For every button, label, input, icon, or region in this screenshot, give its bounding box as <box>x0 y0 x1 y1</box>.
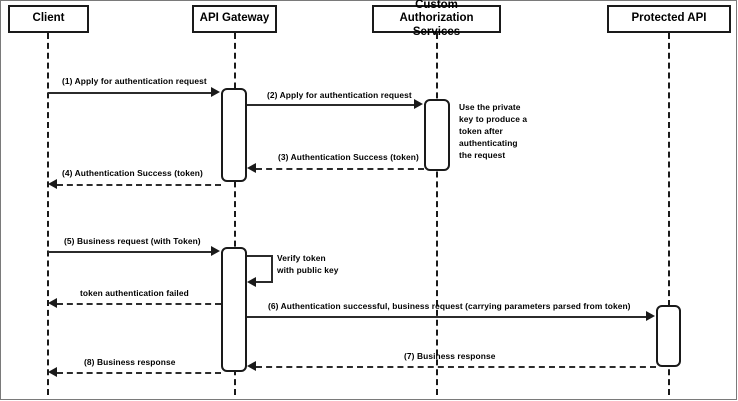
message-arrowhead-1 <box>211 87 220 97</box>
note-private-key-line-1: Use the private <box>459 102 521 112</box>
message-label-3: (3) Authentication Success (token) <box>278 152 419 162</box>
message-label-1: (1) Apply for authentication request <box>62 76 207 86</box>
message-label-4: (4) Authentication Success (token) <box>62 168 203 178</box>
lifeline-protected-api <box>668 33 670 395</box>
message-line-5 <box>48 251 212 253</box>
lifeline-client <box>47 33 49 395</box>
participant-label-client: Client <box>32 12 65 25</box>
note-private-key-line-2: key to produce a <box>459 113 528 124</box>
note-verify-token-line-2: with public key <box>277 264 339 275</box>
message-arrowhead-9 <box>48 367 57 377</box>
note-private-key-line-5: the request <box>459 149 506 160</box>
message-label-9: (8) Business response <box>84 357 176 367</box>
message-line-7 <box>247 316 647 318</box>
message-arrowhead-3 <box>247 163 256 173</box>
message-line-6 <box>57 303 221 305</box>
message-line-9 <box>57 372 221 374</box>
message-line-3 <box>256 168 424 170</box>
participant-box-api-gateway[interactable]: API Gateway <box>192 5 277 33</box>
message-label-7: (6) Authentication successful, business … <box>268 301 631 311</box>
note-private-key-line-3: token after <box>459 125 503 136</box>
message-line-1 <box>48 92 212 94</box>
message-label-2: (2) Apply for authentication request <box>267 90 412 100</box>
self-message-line-bottom <box>254 281 273 283</box>
message-arrowhead-7 <box>646 311 655 321</box>
participant-label-protected-api: Protected API <box>631 12 707 25</box>
participant-box-protected-api[interactable]: Protected API <box>607 5 731 33</box>
participant-label-api-gateway: API Gateway <box>199 12 270 25</box>
note-private-key-line-4: authenticating <box>459 137 518 148</box>
message-line-4 <box>57 184 221 186</box>
participant-box-custom-authorization-services[interactable]: Custom Authorization Services <box>372 0 501 38</box>
lifeline-api-gateway <box>234 33 236 395</box>
activation-bar-api-gateway-auth <box>221 88 247 182</box>
message-label-6: token authentication failed <box>80 288 189 298</box>
message-arrowhead-5 <box>211 246 220 256</box>
note-verify-token-line-1: Verify token <box>277 253 326 263</box>
message-label-5: (5) Business request (with Token) <box>64 236 201 246</box>
message-arrowhead-2 <box>414 99 423 109</box>
message-arrowhead-8 <box>247 361 256 371</box>
participant-box-client[interactable]: Client <box>8 5 89 33</box>
self-message-line-right <box>271 255 273 283</box>
activation-bar-custom-authorization-services <box>424 99 450 171</box>
message-label-8: (7) Business response <box>404 351 496 361</box>
note-private-key: Use the private key to produce a token a… <box>459 102 559 162</box>
message-line-8 <box>256 366 656 368</box>
lifeline-custom-authorization-services <box>436 33 438 395</box>
message-arrowhead-4 <box>48 179 57 189</box>
activation-bar-protected-api <box>656 305 681 367</box>
note-verify-token: Verify token with public key <box>277 253 367 277</box>
self-message-line-top <box>247 255 273 257</box>
message-line-2 <box>247 104 415 106</box>
message-arrowhead-6 <box>48 298 57 308</box>
participant-label-custom-authorization-services: Custom Authorization Services <box>399 0 474 38</box>
activation-bar-api-gateway-business <box>221 247 247 372</box>
self-message-arrowhead <box>247 277 256 287</box>
